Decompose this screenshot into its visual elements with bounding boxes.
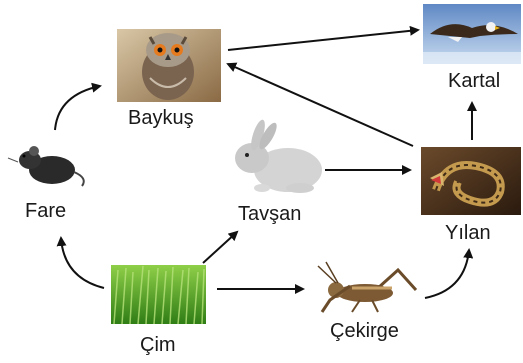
label-rabbit: Tavşan: [238, 203, 302, 225]
arrow-mouse-to-owl: [54, 82, 102, 131]
eagle-image: [423, 4, 521, 64]
arrow-grass-to-rabbit: [202, 230, 239, 264]
arrows: [54, 25, 477, 299]
label-owl: Baykuş: [128, 107, 194, 129]
snake-image: [421, 147, 521, 215]
mouse-image: [7, 146, 85, 187]
rabbit-image: [235, 119, 322, 193]
owl-image: [117, 29, 221, 102]
arrow-grasshopper-to-snake: [424, 248, 474, 299]
label-snake: Yılan: [445, 222, 491, 244]
label-mouse: Fare: [25, 200, 67, 222]
label-grasshopper: Çekirge: [330, 320, 399, 342]
arrow-snake-to-owl: [226, 62, 414, 147]
arrow-grass-to-mouse: [56, 236, 105, 289]
label-eagle: Kartal: [448, 70, 501, 92]
grass-image: [111, 265, 206, 325]
grasshopper-image: [317, 261, 418, 313]
label-grass: Çim: [140, 334, 176, 356]
arrow-owl-to-eagle: [227, 25, 420, 51]
